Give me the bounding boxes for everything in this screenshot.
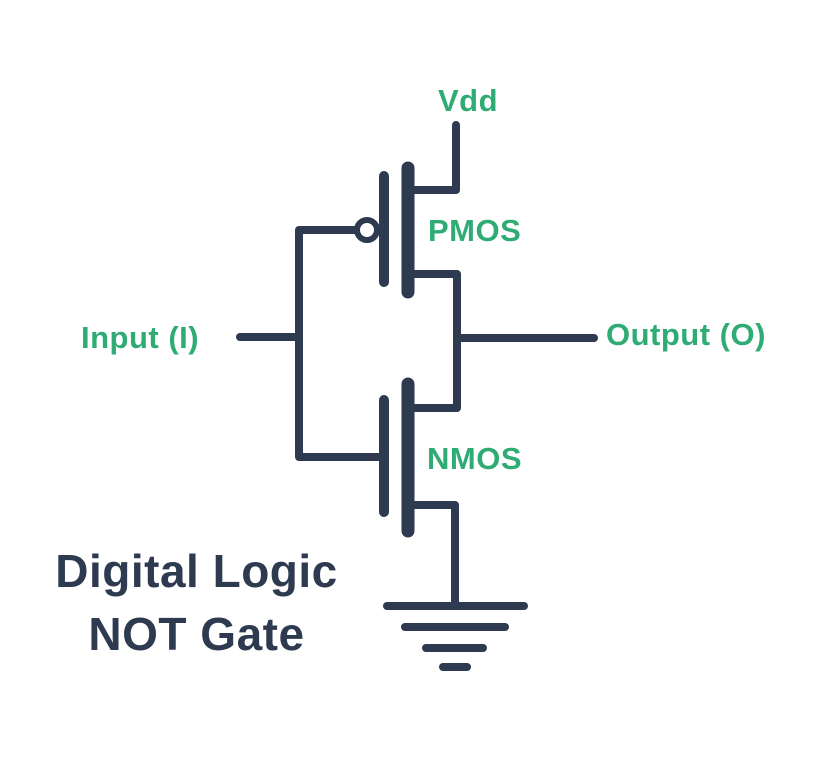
pmos-label: PMOS	[428, 213, 522, 248]
pmos-symbol	[354, 161, 415, 299]
ground-symbol	[383, 602, 528, 671]
inversion-bubble-icon	[354, 217, 380, 243]
gate-bus-wire	[295, 226, 382, 461]
diagram-title-line2: NOT Gate	[88, 608, 305, 660]
diagram-title-line1: Digital Logic	[55, 545, 338, 597]
source-ground-wire	[410, 501, 459, 607]
diagram-title: Digital Logic NOT Gate	[40, 540, 353, 666]
input-label: Input (I)	[81, 320, 200, 355]
drain-node-wire	[409, 270, 461, 412]
nmos-label: NMOS	[427, 441, 522, 476]
vdd-wire	[409, 121, 460, 194]
circuit-wires	[236, 121, 598, 671]
nmos-symbol	[379, 377, 415, 538]
vdd-label: Vdd	[438, 83, 499, 118]
output-label: Output (O)	[606, 317, 766, 352]
